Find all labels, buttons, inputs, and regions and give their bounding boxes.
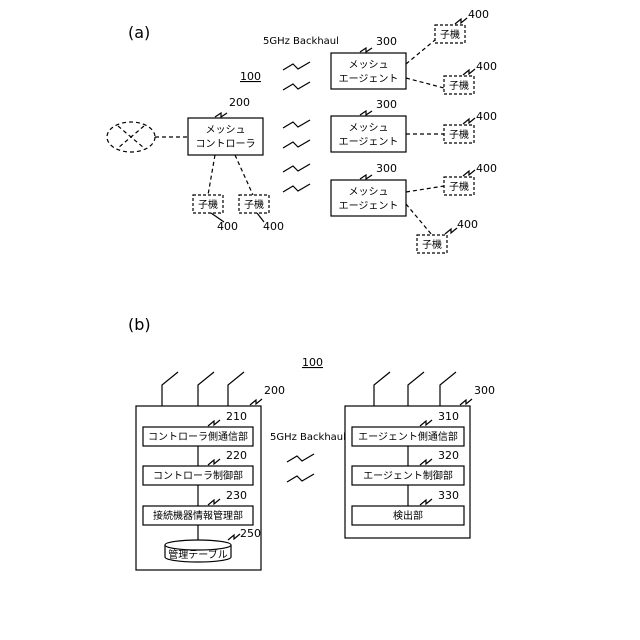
agent-ref: 300 [376,98,397,111]
panel-a-label: (a) [128,23,150,42]
child-device-label: 子機 [244,198,264,211]
agent-line2: エージェント [339,137,399,148]
antenna-icon [408,372,424,406]
wireless-backhaul-icon [287,454,314,482]
child-device-label: 子機 [449,128,469,141]
ref-tick-icon [463,118,475,124]
controller-device-ref: 200 [264,384,285,397]
child-device-label: 子機 [422,238,442,251]
ref-tick-icon [360,175,372,179]
child-device-label: 子機 [198,198,218,211]
detection-unit-ref: 330 [438,489,459,502]
controller-comm-label: コントローラ側通信部 [148,430,248,443]
agent-control-ref: 320 [438,449,459,462]
system-ref-b: 100 [302,356,323,369]
mesh-agent-box: メッシュ エージェント [331,53,406,89]
agent-line1: メッシュ [349,187,389,198]
panel-b-label: (b) [128,315,151,334]
child-ref: 400 [217,220,238,233]
ref-tick-icon [360,48,372,52]
agent-device-ref: 300 [474,384,495,397]
mesh-agent-box: メッシュ エージェント [331,116,406,152]
ref-tick-icon [360,111,372,115]
connected-device-info-ref: 230 [226,489,247,502]
controller-child-link-1 [208,155,215,195]
antenna-icon [162,372,178,406]
internet-cloud-icon [107,122,155,152]
controller-line1: メッシュ [206,125,246,136]
mesh-agent-box: メッシュ エージェント [331,180,406,216]
controller-line2: コントローラ [196,138,256,150]
agent-child-link [406,204,432,235]
ref-tick-icon [250,399,262,405]
backhaul-label-a: 5GHz Backhaul [263,36,339,47]
ref-tick-icon [463,69,475,75]
agent-comm-label: エージェント側通信部 [358,430,458,443]
agent-comm-ref: 310 [438,410,459,423]
ref-tick-icon [463,170,475,176]
controller-control-label: コントローラ制御部 [153,469,243,482]
agent-line2: エージェント [339,74,399,85]
child-ref: 400 [468,8,489,21]
antenna-icon [374,372,390,406]
child-ref: 400 [476,110,497,123]
agent-child-link [406,78,444,88]
agent-child-link [406,186,444,192]
controller-comm-ref: 210 [226,410,247,423]
antenna-icon [198,372,214,406]
agent-line2: エージェント [339,201,399,212]
detection-unit-label: 検出部 [393,509,423,522]
management-table-label: 管理テーブル [168,548,227,561]
agent-child-link [406,40,435,64]
management-table-ref: 250 [240,527,261,540]
agent-line1: メッシュ [349,123,389,134]
child-ref: 400 [263,220,284,233]
ref-tick-icon [455,18,467,24]
child-ref: 400 [457,218,478,231]
child-device-label: 子機 [449,79,469,92]
connected-device-info-label: 接続機器情報管理部 [153,509,243,522]
agent-line1: メッシュ [349,60,389,71]
agent-control-label: エージェント制御部 [363,469,453,482]
system-ref-a: 100 [240,70,261,83]
child-ref: 400 [476,60,497,73]
ref-tick-icon [460,399,472,405]
agent-ref: 300 [376,162,397,175]
ref-tick-icon [215,113,227,117]
child-device-label: 子機 [440,28,460,41]
controller-control-ref: 220 [226,449,247,462]
controller-ref: 200 [229,96,250,109]
antenna-icon [440,372,456,406]
controller-child-link-2 [235,155,253,195]
child-device-label: 子機 [449,180,469,193]
mesh-controller-box: メッシュ コントローラ [188,118,263,155]
ref-tick-icon [445,228,457,234]
agent-ref: 300 [376,35,397,48]
wireless-backhaul-icon [283,62,310,192]
backhaul-label-b: 5GHz Backhaul [270,432,346,443]
antenna-icon [228,372,244,406]
child-ref: 400 [476,162,497,175]
